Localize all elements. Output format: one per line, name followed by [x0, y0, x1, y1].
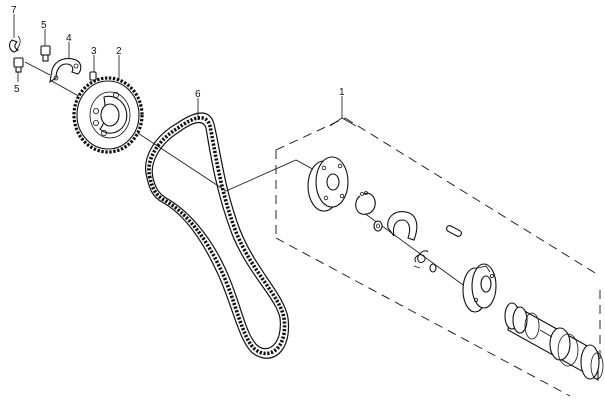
sprocket-part-2 [72, 76, 144, 154]
callout-5-top: 5 [41, 20, 47, 31]
callout-labels: 7 5 5 4 3 2 6 1 [11, 5, 345, 100]
spring-clip [413, 250, 429, 269]
small-washer [373, 220, 383, 232]
small-ring [429, 263, 437, 273]
callout-6: 6 [195, 89, 201, 100]
callout-5-bottom: 5 [14, 84, 20, 95]
circlip [355, 191, 376, 215]
callout-4: 4 [66, 33, 72, 44]
callout-3: 3 [91, 46, 97, 57]
callout-2: 2 [116, 46, 122, 57]
bolt-part-5-top [40, 45, 51, 62]
timing-chain-part-6 [145, 112, 290, 359]
leader-lines [13, 14, 357, 127]
pin-part-3 [89, 71, 97, 81]
callout-1: 1 [339, 87, 345, 98]
horseshoe-retainer [387, 211, 418, 241]
callout-7: 7 [11, 5, 17, 16]
retaining-plate-part-4 [49, 57, 82, 84]
bolt-part-5-bottom [13, 57, 24, 73]
camshaft [504, 302, 604, 381]
clip-part-7 [9, 35, 21, 53]
assembly-group-box [275, 117, 601, 397]
dowel-pin [446, 225, 462, 237]
drive-hub [462, 263, 497, 313]
flange-plate [307, 156, 349, 212]
